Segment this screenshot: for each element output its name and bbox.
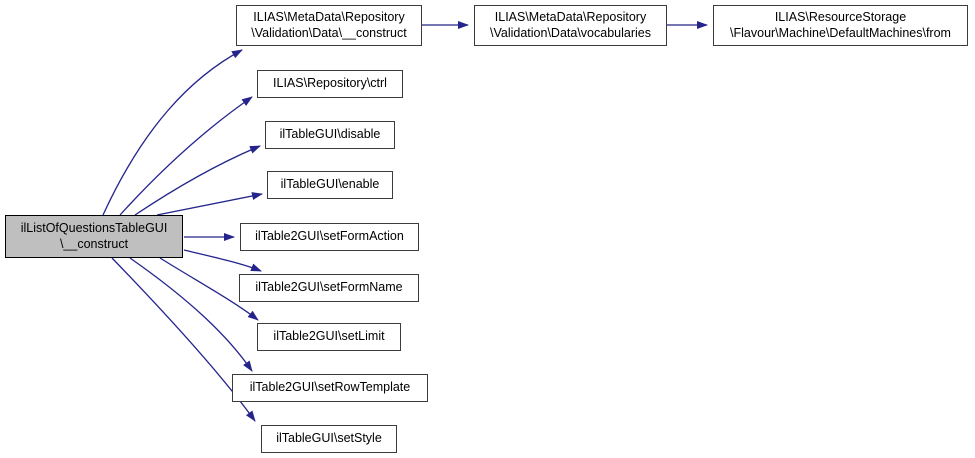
node-label-line: ILIAS\ResourceStorage xyxy=(774,10,907,24)
node-label-line: ILIAS\Repository\ctrl xyxy=(273,76,387,91)
node-label-line: \Validation\Data\__construct xyxy=(251,25,407,40)
node-label-line: ILIAS\MetaData\Repository xyxy=(494,10,647,24)
edge-root-to-disable xyxy=(134,145,261,216)
node-set-limit[interactable]: ilTable2GUI\setLimit xyxy=(257,323,401,351)
node-label-line: \Flavour\Machine\DefaultMachines\from xyxy=(730,25,951,40)
node-label-line: ILIAS\MetaData\Repository xyxy=(253,10,405,24)
edge-root-to-ctrl xyxy=(119,96,253,216)
node-enable[interactable]: ilTableGUI\enable xyxy=(267,171,393,199)
node-default-machines-from[interactable]: ILIAS\ResourceStorage\Flavour\Machine\De… xyxy=(713,5,968,46)
node-label-line: ilListOfQuestionsTableGUI xyxy=(20,221,168,235)
node-label-line: \__construct xyxy=(59,236,129,251)
edge-root-to-metadata-construct xyxy=(102,49,243,216)
node-set-form-action[interactable]: ilTable2GUI\setFormAction xyxy=(240,223,419,251)
edge-root-to-enable xyxy=(156,192,263,216)
node-label-line: \Validation\Data\vocabularies xyxy=(490,25,651,40)
edge-root-to-set-limit xyxy=(159,257,259,321)
edge-root-to-set-style xyxy=(111,257,256,422)
node-label-line: ilTableGUI\enable xyxy=(280,177,380,192)
node-set-style[interactable]: ilTableGUI\setStyle xyxy=(261,425,397,453)
node-root: ilListOfQuestionsTableGUI\__construct xyxy=(5,215,183,258)
node-label-line: ilTable2GUI\setFormName xyxy=(255,280,403,295)
node-label-line: ilTableGUI\setStyle xyxy=(276,431,382,446)
node-label-line: ilTable2GUI\setFormAction xyxy=(255,229,404,244)
node-set-row-template[interactable]: ilTable2GUI\setRowTemplate xyxy=(232,374,428,402)
node-disable[interactable]: ilTableGUI\disable xyxy=(265,121,395,149)
node-label-line: ilTable2GUI\setRowTemplate xyxy=(249,380,411,395)
node-metadata-construct[interactable]: ILIAS\MetaData\Repository\Validation\Dat… xyxy=(236,5,422,46)
node-label-line: ilTableGUI\disable xyxy=(279,127,381,142)
node-label-line: ilTable2GUI\setLimit xyxy=(273,329,385,344)
node-set-form-name[interactable]: ilTable2GUI\setFormName xyxy=(239,274,419,302)
edge-root-to-set-row-template xyxy=(129,257,253,372)
node-vocabularies[interactable]: ILIAS\MetaData\Repository\Validation\Dat… xyxy=(474,5,667,46)
edge-root-to-set-form-name xyxy=(183,249,262,272)
node-ctrl[interactable]: ILIAS\Repository\ctrl xyxy=(257,70,403,98)
